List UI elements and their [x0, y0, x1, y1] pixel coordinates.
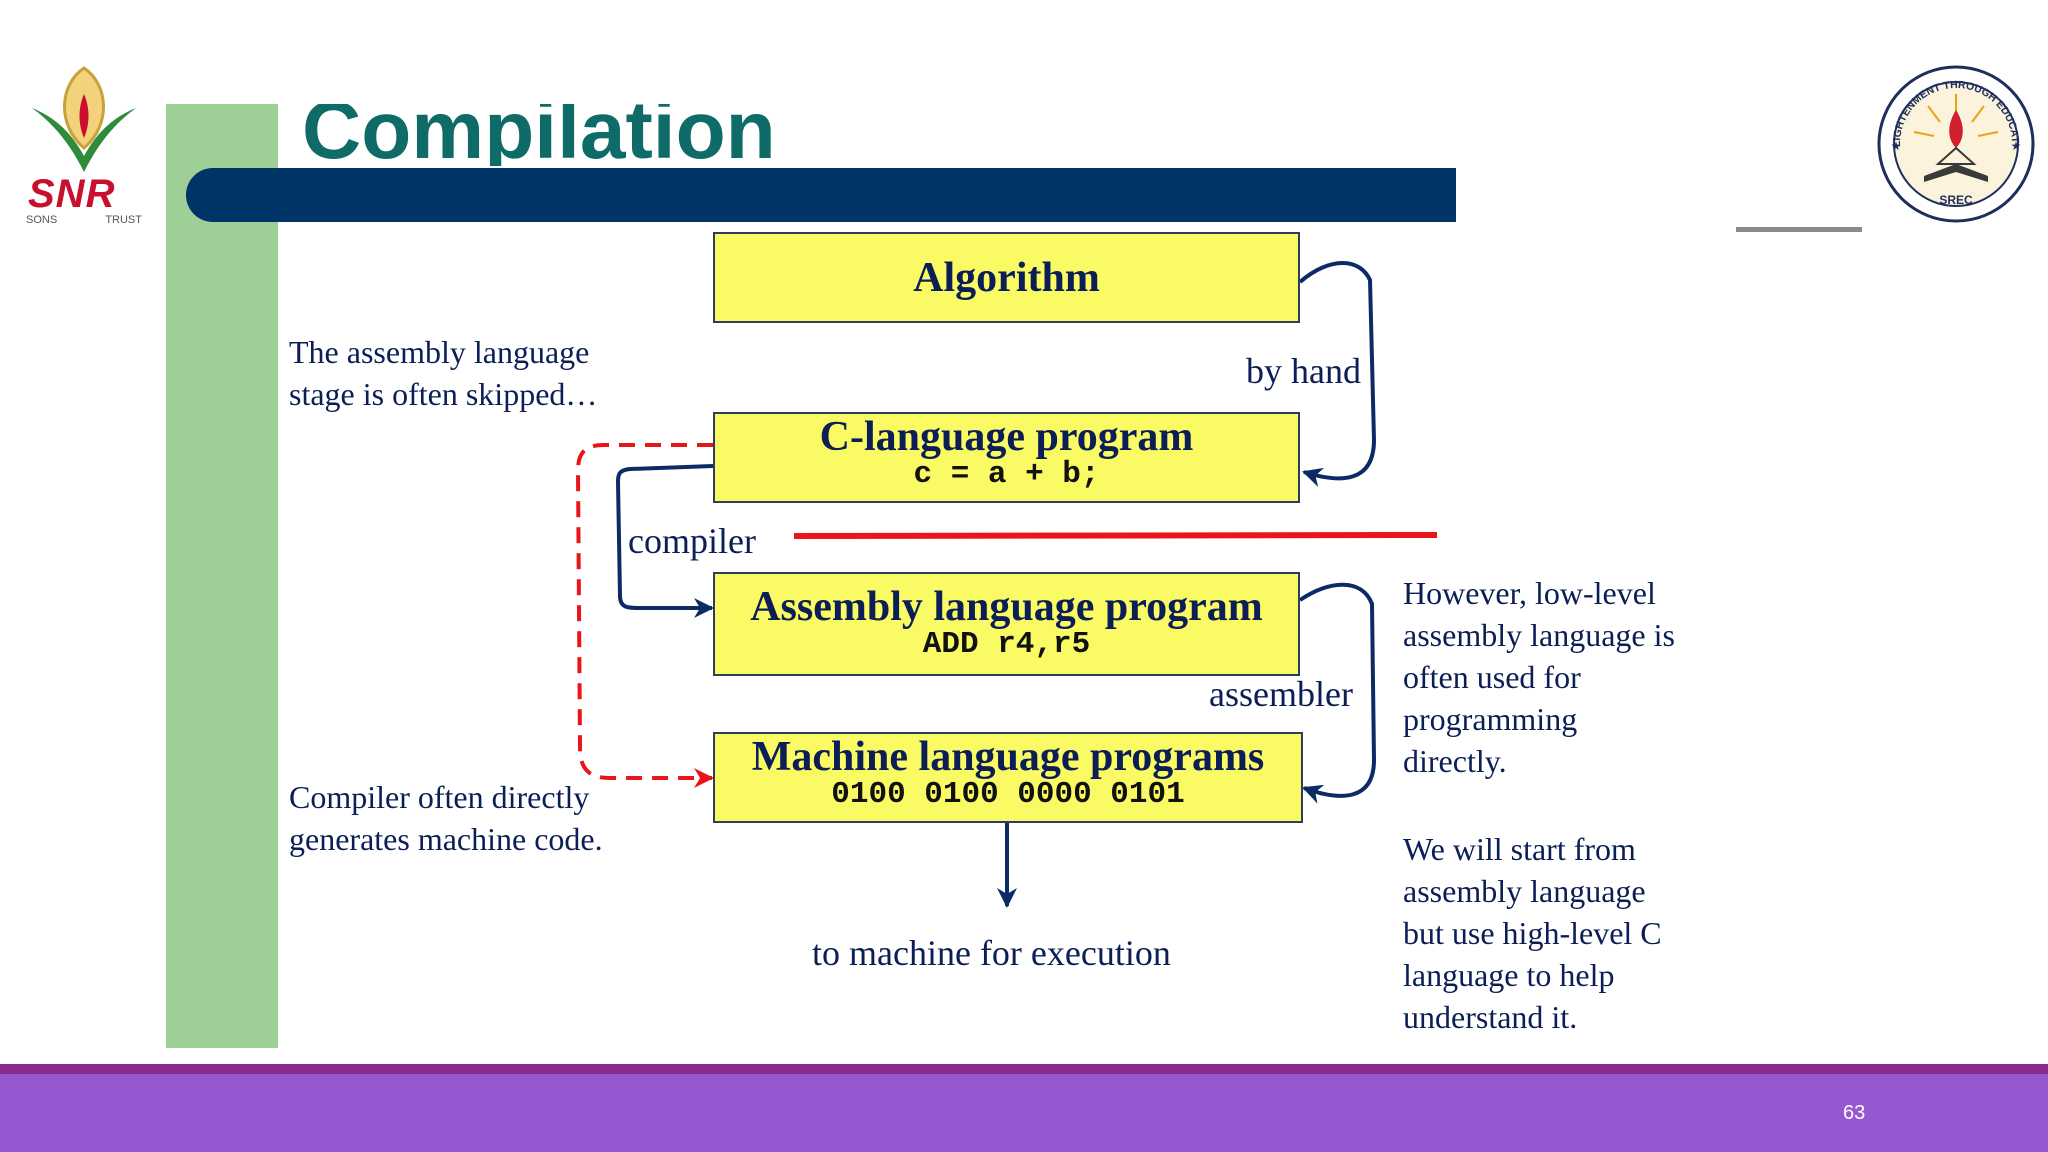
machine-program-label: Machine language programs: [751, 734, 1265, 780]
snr-logo: SNR SONS TRUST: [26, 64, 142, 226]
snr-emblem-icon: [32, 66, 136, 172]
side-accent-bar: [166, 104, 278, 1048]
c-program-box: C-language program c = a + b;: [713, 412, 1300, 503]
assembly-program-box: Assembly language program ADD r4,r5: [713, 572, 1300, 676]
machine-program-code: 0100 0100 0000 0101: [831, 777, 1185, 812]
c-program-code: c = a + b;: [913, 457, 1100, 492]
footer-bar: [0, 1074, 2048, 1152]
by-hand-arrow: [1298, 261, 1377, 487]
assembler-label: assembler: [1209, 674, 1353, 714]
note-compiler-direct: Compiler often directly generates machin…: [289, 779, 603, 857]
algorithm-label: Algorithm: [913, 255, 1100, 301]
svg-text:★: ★: [2011, 139, 2022, 153]
note-start: We will start from assembly language but…: [1403, 831, 1662, 1035]
footer-stripe: [0, 1064, 2048, 1074]
assembly-program-code: ADD r4,r5: [922, 627, 1091, 662]
srec-logo: ENLIGHTENMENT THROUGH EDUCATION SREC ★ ★: [1872, 55, 2036, 224]
note-however: However, low-level assembly language is …: [1403, 575, 1675, 779]
note-skipped: The assembly language stage is often ski…: [289, 334, 598, 412]
compiler-arrow: [615, 464, 714, 618]
red-underline: [793, 532, 1438, 539]
title-container: Compilation: [296, 104, 896, 166]
execution-label: to machine for execution: [812, 933, 1171, 973]
direct-compile-dashed-arrow: [575, 443, 714, 788]
algorithm-box: Algorithm: [713, 232, 1300, 323]
srec-abbr: SREC: [1939, 193, 1973, 207]
machine-program-box: Machine language programs 0100 0100 0000…: [713, 732, 1303, 823]
divider-line: [1736, 227, 1862, 232]
by-hand-label: by hand: [1246, 351, 1361, 391]
srec-seal-icon: ENLIGHTENMENT THROUGH EDUCATION SREC ★ ★: [1872, 55, 2035, 223]
compiler-label: compiler: [628, 521, 756, 561]
snr-logo-text: SNR: [28, 172, 116, 216]
assembly-program-label: Assembly language program: [750, 584, 1263, 630]
page-number: 63: [1843, 1102, 1866, 1124]
c-program-label: C-language program: [819, 414, 1194, 460]
title-band: [186, 168, 1456, 222]
snr-logo-subtext: SONS TRUST: [26, 214, 142, 226]
slide-title: Compilation: [302, 104, 776, 166]
svg-text:★: ★: [1891, 139, 1902, 153]
assembler-arrow: [1298, 582, 1377, 804]
